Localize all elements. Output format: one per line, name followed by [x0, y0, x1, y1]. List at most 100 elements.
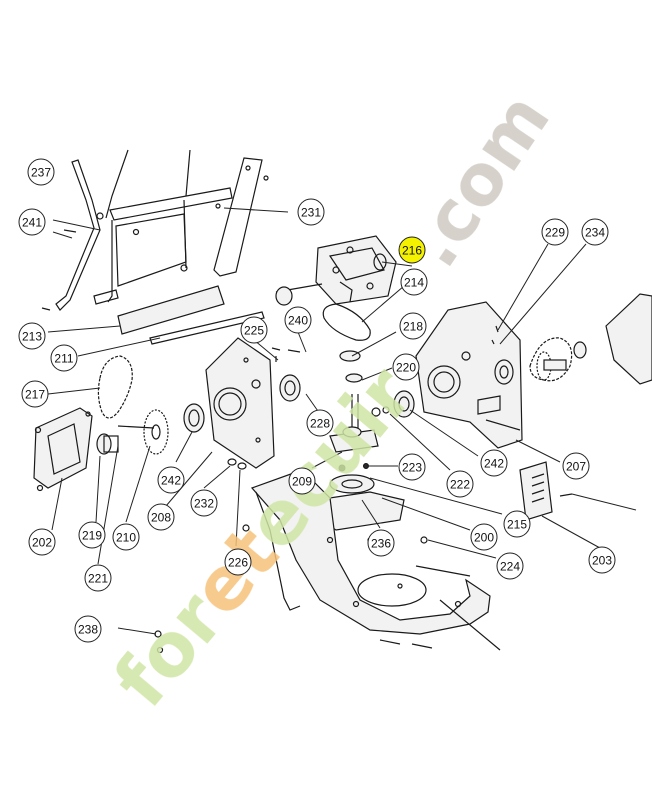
callout-number: 219 [82, 529, 102, 543]
callout-number: 213 [22, 330, 42, 344]
callout-circle [503, 510, 531, 538]
small-parts [154, 325, 499, 654]
callout-circle [400, 268, 428, 296]
callout-circle [224, 548, 252, 576]
belt-214 [322, 303, 371, 341]
callout-228: 228 [306, 409, 334, 437]
callout-circle [306, 409, 334, 437]
cover-right [605, 293, 652, 385]
callout-224: 224 [496, 552, 524, 580]
callout-209: 209 [288, 467, 316, 495]
pulley-218 [339, 350, 363, 432]
callout-circle [84, 564, 112, 592]
rod-211 [149, 311, 265, 345]
callout-223: 223 [398, 453, 426, 481]
callout-220: 220 [392, 353, 420, 381]
chain-right [529, 337, 587, 382]
callout-number: 226 [228, 556, 248, 570]
pulley-215 [329, 474, 375, 494]
callout-218: 218 [399, 312, 427, 340]
callout-number: 225 [244, 324, 264, 338]
bearing-228 [279, 374, 301, 402]
callout-circle [470, 523, 498, 551]
bearing-207-side [494, 359, 514, 385]
callout-number: 211 [54, 352, 73, 366]
callout-217: 217 [21, 380, 49, 408]
callout-240: 240 [284, 306, 312, 334]
plate-203 [519, 461, 573, 521]
callout-number: 242 [484, 457, 504, 471]
callout-229: 229 [541, 218, 569, 246]
callout-208: 208 [147, 503, 175, 531]
callout-number: 214 [404, 276, 424, 290]
plate-213 [117, 285, 225, 335]
callout-number: 241 [22, 216, 42, 230]
callout-number: 210 [116, 531, 136, 545]
callout-number: 208 [151, 511, 171, 525]
callout-200: 200 [470, 523, 498, 551]
callout-number: 220 [396, 361, 416, 375]
callout-number: 223 [402, 461, 422, 475]
callout-234: 234 [581, 218, 609, 246]
callout-number: 221 [88, 572, 108, 586]
callout-circle [21, 380, 49, 408]
callout-number: 215 [507, 518, 527, 532]
callout-circle [74, 615, 102, 643]
callout-202: 202 [28, 528, 56, 556]
callout-circle [157, 466, 185, 494]
callout-circle [284, 306, 312, 334]
callout-number: 222 [450, 478, 470, 492]
callout-207: 207 [562, 452, 590, 480]
callout-number: 242 [161, 474, 181, 488]
callout-221: 221 [84, 564, 112, 592]
cover-202 [33, 407, 93, 492]
callout-circle [78, 521, 106, 549]
callout-241: 241 [18, 208, 46, 236]
callout-number: 216 [402, 244, 422, 258]
callout-number: 231 [301, 206, 321, 220]
callout-number: 238 [78, 623, 98, 637]
callout-circle [541, 218, 569, 246]
callout-circle [588, 546, 616, 574]
callout-circle [18, 208, 46, 236]
callout-number: 236 [371, 537, 391, 551]
callout-circle [496, 552, 524, 580]
leader-lines [47, 207, 637, 635]
pin-240 [287, 349, 301, 353]
callout-237: 237 [27, 158, 55, 186]
callout-number: 202 [32, 536, 52, 550]
callout-number: 237 [31, 166, 51, 180]
hub-219 [96, 433, 119, 455]
callout-number: 209 [292, 475, 312, 489]
callout-number: 207 [566, 460, 586, 474]
callout-236: 236 [367, 529, 395, 557]
callout-238: 238 [74, 615, 102, 643]
callout-circle [112, 523, 140, 551]
callout-216-highlighted: 216 [398, 236, 426, 264]
callout-circle [480, 449, 508, 477]
bearing-242-left [183, 403, 205, 433]
block-209 [329, 426, 379, 453]
callout-219: 219 [78, 521, 106, 549]
callout-circle [562, 452, 590, 480]
callout-number: 224 [500, 560, 520, 574]
callout-225: 225 [240, 316, 268, 344]
chain-217 [97, 355, 133, 419]
bearing-242-right [371, 390, 415, 418]
callout-210: 210 [112, 523, 140, 551]
deck-housing-200 [250, 469, 501, 651]
callout-215: 215 [503, 510, 531, 538]
handle-frame [41, 149, 269, 311]
callout-number: 234 [585, 226, 605, 240]
callout-circle [392, 353, 420, 381]
callout-231: 231 [297, 198, 325, 226]
callout-circle [240, 316, 268, 344]
side-plate-208 [205, 337, 275, 469]
callout-number: 232 [194, 497, 214, 511]
callout-222: 222 [446, 470, 474, 498]
callout-circle [50, 344, 78, 372]
callout-labels: 237 241 231 216 214 229 234 213 225 240 218 211 220 2… [18, 158, 616, 643]
callout-circle [367, 529, 395, 557]
callout-circle [399, 312, 427, 340]
